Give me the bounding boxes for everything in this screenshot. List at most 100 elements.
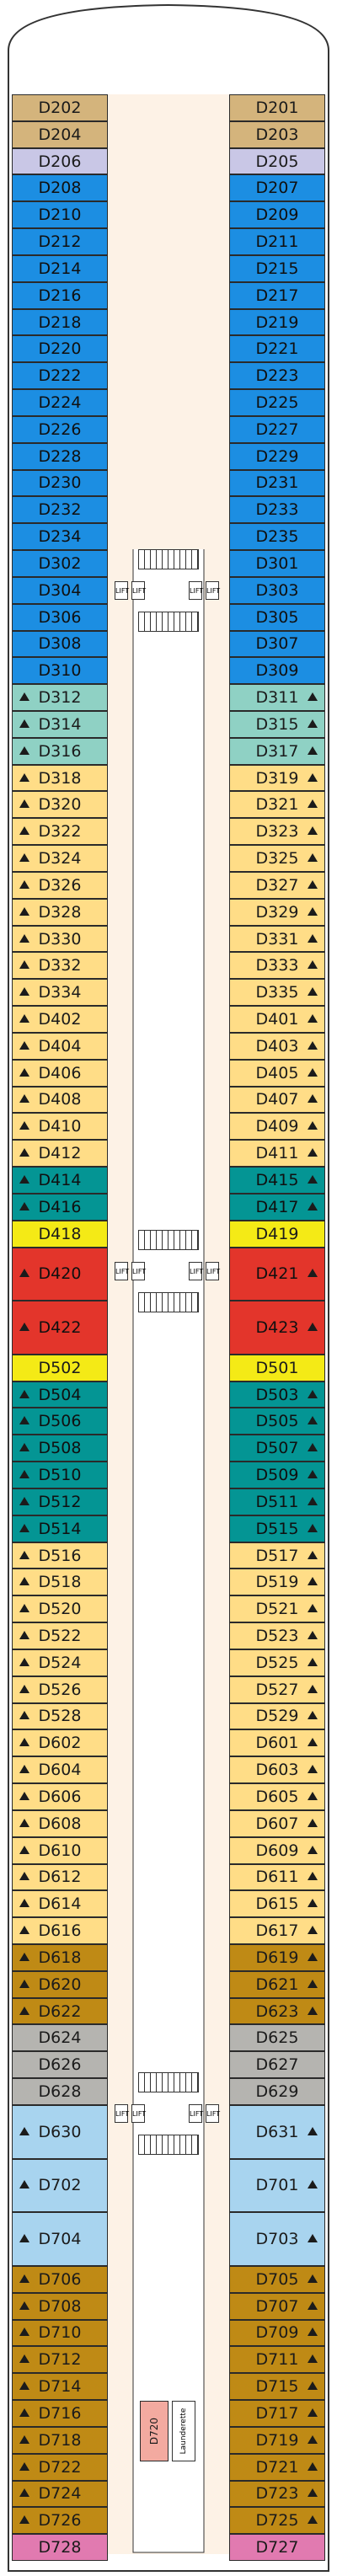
cabin-d421[interactable]: D421 bbox=[229, 1247, 325, 1301]
cabin-d702[interactable]: D702 bbox=[12, 2158, 108, 2213]
cabin-d332[interactable]: D332 bbox=[12, 952, 108, 980]
cabin-d201[interactable]: D201 bbox=[229, 94, 325, 121]
cabin-d628[interactable]: D628 bbox=[12, 2078, 108, 2105]
cabin-d505[interactable]: D505 bbox=[229, 1408, 325, 1435]
cabin-d228[interactable]: D228 bbox=[12, 442, 108, 470]
cabin-d617[interactable]: D617 bbox=[229, 1917, 325, 1944]
cabin-d329[interactable]: D329 bbox=[229, 898, 325, 926]
cabin-d322[interactable]: D322 bbox=[12, 818, 108, 846]
cabin-d411[interactable]: D411 bbox=[229, 1140, 325, 1168]
cabin-d603[interactable]: D603 bbox=[229, 1756, 325, 1784]
cabin-d304[interactable]: D304 bbox=[12, 576, 108, 604]
cabin-d517[interactable]: D517 bbox=[229, 1542, 325, 1569]
cabin-d335[interactable]: D335 bbox=[229, 979, 325, 1007]
cabin-d506[interactable]: D506 bbox=[12, 1408, 108, 1435]
cabin-d709[interactable]: D709 bbox=[229, 2319, 325, 2347]
cabin-d216[interactable]: D216 bbox=[12, 281, 108, 309]
cabin-d219[interactable]: D219 bbox=[229, 308, 325, 336]
cabin-d401[interactable]: D401 bbox=[229, 1006, 325, 1033]
cabin-d231[interactable]: D231 bbox=[229, 469, 325, 497]
cabin-d510[interactable]: D510 bbox=[12, 1462, 108, 1488]
cabin-d214[interactable]: D214 bbox=[12, 254, 108, 282]
cabin-d623[interactable]: D623 bbox=[229, 1997, 325, 2025]
cabin-d627[interactable]: D627 bbox=[229, 2051, 325, 2079]
cabin-d620[interactable]: D620 bbox=[12, 1970, 108, 1998]
cabin-d203[interactable]: D203 bbox=[229, 120, 325, 148]
cabin-d226[interactable]: D226 bbox=[12, 415, 108, 443]
cabin-d618[interactable]: D618 bbox=[12, 1944, 108, 1971]
cabin-d625[interactable]: D625 bbox=[229, 2024, 325, 2052]
cabin-d235[interactable]: D235 bbox=[229, 523, 325, 551]
cabin-d327[interactable]: D327 bbox=[229, 871, 325, 899]
cabin-d512[interactable]: D512 bbox=[12, 1488, 108, 1515]
cabin-d725[interactable]: D725 bbox=[229, 2507, 325, 2535]
cabin-d516[interactable]: D516 bbox=[12, 1542, 108, 1569]
cabin-d509[interactable]: D509 bbox=[229, 1462, 325, 1488]
cabin-d319[interactable]: D319 bbox=[229, 764, 325, 792]
cabin-d404[interactable]: D404 bbox=[12, 1032, 108, 1060]
cabin-d211[interactable]: D211 bbox=[229, 228, 325, 255]
cabin-d610[interactable]: D610 bbox=[12, 1836, 108, 1864]
cabin-d528[interactable]: D528 bbox=[12, 1702, 108, 1730]
cabin-d522[interactable]: D522 bbox=[12, 1622, 108, 1649]
cabin-d711[interactable]: D711 bbox=[229, 2346, 325, 2374]
cabin-d707[interactable]: D707 bbox=[229, 2292, 325, 2320]
cabin-d418[interactable]: D418 bbox=[12, 1220, 108, 1248]
cabin-d212[interactable]: D212 bbox=[12, 228, 108, 255]
cabin-d324[interactable]: D324 bbox=[12, 845, 108, 872]
cabin-d423[interactable]: D423 bbox=[229, 1301, 325, 1355]
cabin-d514[interactable]: D514 bbox=[12, 1515, 108, 1542]
cabin-d417[interactable]: D417 bbox=[229, 1193, 325, 1221]
cabin-d704[interactable]: D704 bbox=[12, 2212, 108, 2266]
cabin-d612[interactable]: D612 bbox=[12, 1863, 108, 1891]
cabin-d224[interactable]: D224 bbox=[12, 389, 108, 416]
cabin-d305[interactable]: D305 bbox=[229, 603, 325, 631]
cabin-d716[interactable]: D716 bbox=[12, 2400, 108, 2427]
cabin-d518[interactable]: D518 bbox=[12, 1569, 108, 1596]
cabin-d210[interactable]: D210 bbox=[12, 201, 108, 229]
cabin-d311[interactable]: D311 bbox=[229, 684, 325, 711]
cabin-d521[interactable]: D521 bbox=[229, 1595, 325, 1623]
cabin-d207[interactable]: D207 bbox=[229, 174, 325, 202]
cabin-d314[interactable]: D314 bbox=[12, 711, 108, 738]
cabin-d409[interactable]: D409 bbox=[229, 1113, 325, 1141]
cabin-d208[interactable]: D208 bbox=[12, 174, 108, 202]
cabin-d317[interactable]: D317 bbox=[229, 737, 325, 765]
cabin-d303[interactable]: D303 bbox=[229, 576, 325, 604]
cabin-d727[interactable]: D727 bbox=[229, 2534, 325, 2561]
cabin-d222[interactable]: D222 bbox=[12, 362, 108, 390]
cabin-d230[interactable]: D230 bbox=[12, 469, 108, 497]
cabin-d225[interactable]: D225 bbox=[229, 389, 325, 416]
cabin-d626[interactable]: D626 bbox=[12, 2051, 108, 2079]
cabin-d723[interactable]: D723 bbox=[229, 2480, 325, 2508]
cabin-d718[interactable]: D718 bbox=[12, 2426, 108, 2454]
cabin-d714[interactable]: D714 bbox=[12, 2373, 108, 2401]
cabin-d726[interactable]: D726 bbox=[12, 2507, 108, 2535]
cabin-d715[interactable]: D715 bbox=[229, 2373, 325, 2401]
cabin-d223[interactable]: D223 bbox=[229, 362, 325, 390]
cabin-d526[interactable]: D526 bbox=[12, 1675, 108, 1703]
cabin-d601[interactable]: D601 bbox=[229, 1729, 325, 1757]
cabin-d206[interactable]: D206 bbox=[12, 147, 108, 175]
cabin-d502[interactable]: D502 bbox=[12, 1354, 108, 1382]
cabin-d325[interactable]: D325 bbox=[229, 845, 325, 872]
cabin-d308[interactable]: D308 bbox=[12, 630, 108, 658]
cabin-d720[interactable]: D720 bbox=[140, 2401, 168, 2461]
cabin-d605[interactable]: D605 bbox=[229, 1783, 325, 1810]
cabin-d708[interactable]: D708 bbox=[12, 2292, 108, 2320]
cabin-d307[interactable]: D307 bbox=[229, 630, 325, 658]
cabin-d728[interactable]: D728 bbox=[12, 2534, 108, 2561]
cabin-d205[interactable]: D205 bbox=[229, 147, 325, 175]
cabin-d312[interactable]: D312 bbox=[12, 684, 108, 711]
cabin-d624[interactable]: D624 bbox=[12, 2024, 108, 2052]
cabin-d515[interactable]: D515 bbox=[229, 1515, 325, 1542]
cabin-d507[interactable]: D507 bbox=[229, 1435, 325, 1462]
cabin-d320[interactable]: D320 bbox=[12, 791, 108, 819]
cabin-d218[interactable]: D218 bbox=[12, 308, 108, 336]
cabin-d301[interactable]: D301 bbox=[229, 550, 325, 577]
cabin-d315[interactable]: D315 bbox=[229, 711, 325, 738]
cabin-d334[interactable]: D334 bbox=[12, 979, 108, 1007]
cabin-d712[interactable]: D712 bbox=[12, 2346, 108, 2374]
cabin-d405[interactable]: D405 bbox=[229, 1059, 325, 1087]
cabin-d611[interactable]: D611 bbox=[229, 1863, 325, 1891]
